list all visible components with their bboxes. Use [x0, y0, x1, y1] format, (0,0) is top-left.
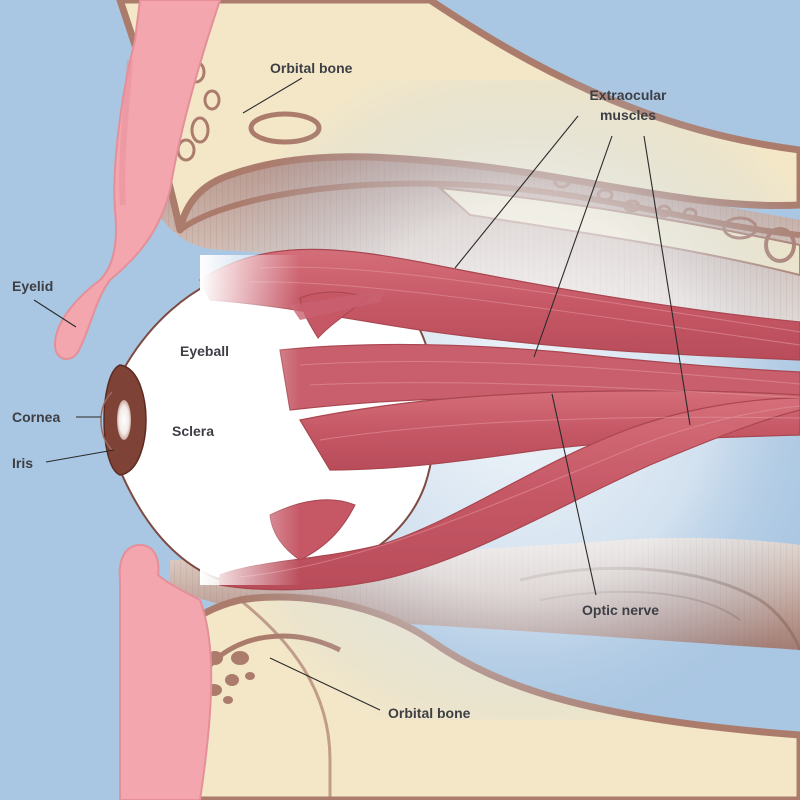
- label-extraocular-line1: Extraocular: [589, 87, 667, 103]
- label-cornea: Cornea: [12, 409, 60, 425]
- label-eyeball: Eyeball: [180, 343, 229, 359]
- label-extraocular-line2: muscles: [600, 107, 656, 123]
- muscle-fade: [200, 255, 300, 585]
- pupil: [117, 400, 131, 440]
- labels: Orbital bone Extraocular muscles Eyelid …: [12, 60, 667, 721]
- cornea: [100, 391, 113, 451]
- leader-optic-nerve: [551, 393, 597, 596]
- label-sclera: Sclera: [172, 423, 214, 439]
- label-optic-nerve: Optic nerve: [582, 602, 659, 618]
- leader-extraocular-1: [454, 115, 579, 269]
- label-orbital-bone-bottom: Orbital bone: [388, 705, 471, 721]
- label-eyelid: Eyelid: [12, 278, 53, 294]
- superior-muscle: [199, 248, 800, 361]
- leader-orbital-bone-bottom: [269, 657, 381, 711]
- leader-eyelid: [33, 299, 77, 328]
- leader-extraocular-3: [643, 135, 691, 426]
- label-iris: Iris: [12, 455, 33, 471]
- inferior-muscle: [219, 397, 800, 591]
- upper-eyelid: [53, 0, 222, 361]
- label-orbital-bone-top: Orbital bone: [270, 60, 353, 76]
- extraocular-muscles: [199, 248, 800, 591]
- lower-eyelid: [118, 543, 213, 800]
- lateral-muscle: [299, 390, 800, 471]
- leader-orbital-bone-top: [242, 77, 303, 114]
- leader-extraocular-2: [533, 135, 613, 358]
- skin-eyelids: [53, 0, 222, 800]
- leader-iris: [45, 449, 115, 463]
- leader-lines: [33, 77, 691, 711]
